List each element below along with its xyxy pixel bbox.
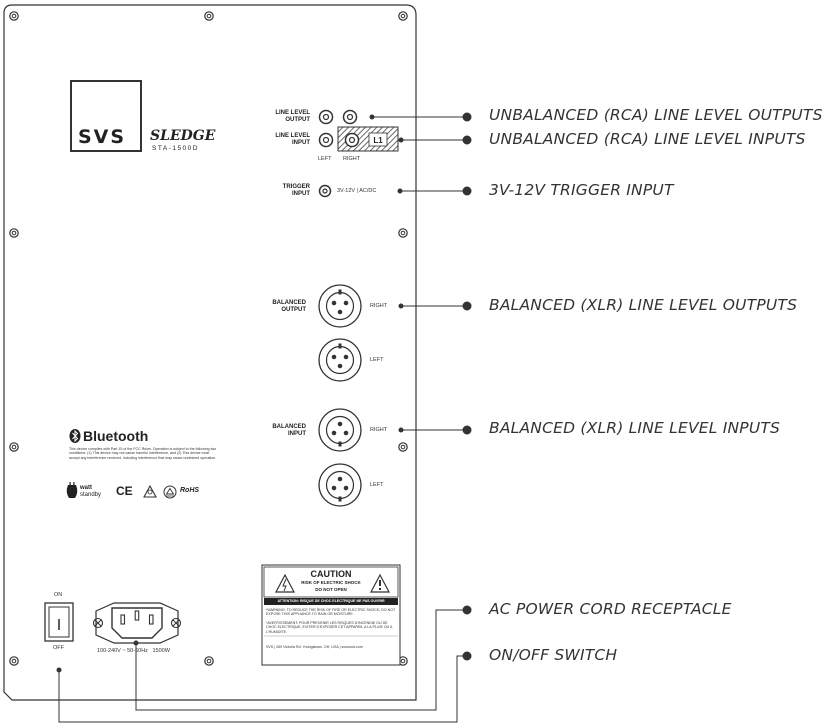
sledge-logo: SLEDGE: [150, 128, 216, 144]
caution-subtitle-1: RISK OF ELECTRIC SHOCK: [301, 580, 361, 585]
power-switch: [44, 602, 74, 642]
callout-unbalanced-inputs: UNBALANCED (RCA) LINE LEVEL INPUTS: [489, 130, 806, 148]
balanced-output-label: BALANCED OUTPUT: [272, 300, 306, 313]
bluetooth-icon: [69, 429, 81, 443]
bluetooth-wordmark: Bluetooth: [83, 428, 149, 444]
ac-power-receptacle: [92, 602, 182, 644]
callout-ac-power: AC POWER CORD RECEPTACLE: [489, 600, 732, 618]
model-number: STA-1500D: [152, 145, 199, 152]
switch-on-label: ON: [54, 592, 63, 598]
power-plug-icon: [66, 482, 78, 498]
panel-outline: [3, 4, 417, 701]
panel-screws: [9, 11, 408, 666]
address-text: SVS | 260 Victoria Rd. Youngstown, OH, U…: [266, 645, 363, 649]
callout-unbalanced-outputs: UNBALANCED (RCA) LINE LEVEL OUTPUTS: [489, 106, 823, 124]
xlr-output-left-label: LEFT: [370, 357, 384, 363]
callout-balanced-inputs: BALANCED (XLR) LINE LEVEL INPUTS: [489, 419, 781, 437]
line-level-output-label: LINE LEVEL OUTPUT: [275, 110, 310, 123]
caution-title: CAUTION: [310, 569, 352, 579]
ce-mark: CE: [116, 484, 133, 498]
callout-on-off-switch: ON/OFF SWITCH: [489, 646, 618, 664]
rca-output-jacks: [318, 109, 358, 125]
watt-label: watt: [80, 485, 92, 491]
xlr-connectors: [318, 284, 362, 507]
xlr-output-right-label: RIGHT: [370, 303, 388, 309]
power-spec-label: 100-240V ~ 50-60Hz 1500W: [97, 648, 170, 654]
callout-balanced-outputs: BALANCED (XLR) LINE LEVEL OUTPUTS: [489, 296, 798, 314]
line-level-input-label: LINE LEVEL INPUT: [275, 133, 310, 146]
svg-text:L1: L1: [373, 136, 383, 145]
callout-leaders: [56, 112, 472, 723]
caution-label-box: [261, 564, 401, 666]
recycling-symbol-icon: [143, 484, 157, 498]
balanced-input-label: BALANCED INPUT: [272, 424, 306, 437]
callout-trigger-input: 3V-12V TRIGGER INPUT: [489, 181, 674, 199]
weee-symbol-icon: [163, 485, 177, 499]
trigger-spec-label: 3V-12V | AC/DC: [337, 188, 377, 194]
rca-input-jacks: L1: [318, 126, 399, 152]
xlr-input-left-label: LEFT: [370, 482, 384, 488]
watt-standby-label: watt standby: [80, 485, 101, 499]
warning-text: *WARNING: TO REDUCE THE RISK OF FIRE OR …: [266, 608, 396, 617]
trigger-jack: [318, 184, 332, 198]
caution-subtitle-2: DO NOT OPEN: [315, 587, 347, 592]
rohs-mark: RoHS: [180, 487, 200, 494]
svs-logo-text: SVS: [78, 126, 127, 148]
switch-off-label: OFF: [53, 645, 64, 651]
svs-logo: [70, 80, 142, 152]
rca-left-label: LEFT: [318, 156, 332, 162]
attention-banner: ATTENTION: RISQUE DE CHOC ELECTRIQUE NE …: [277, 599, 385, 603]
standby-label: standby: [80, 492, 102, 498]
avertissement-text: *AVERTISSEMENT: POUR PREVENIR LES RISQUE…: [266, 621, 393, 634]
rca-right-label: RIGHT: [343, 156, 361, 162]
trigger-input-label: TRIGGER INPUT: [282, 184, 310, 197]
fcc-compliance-text: This device complies with Part 15 of the…: [69, 447, 217, 460]
xlr-input-right-label: RIGHT: [370, 427, 388, 433]
